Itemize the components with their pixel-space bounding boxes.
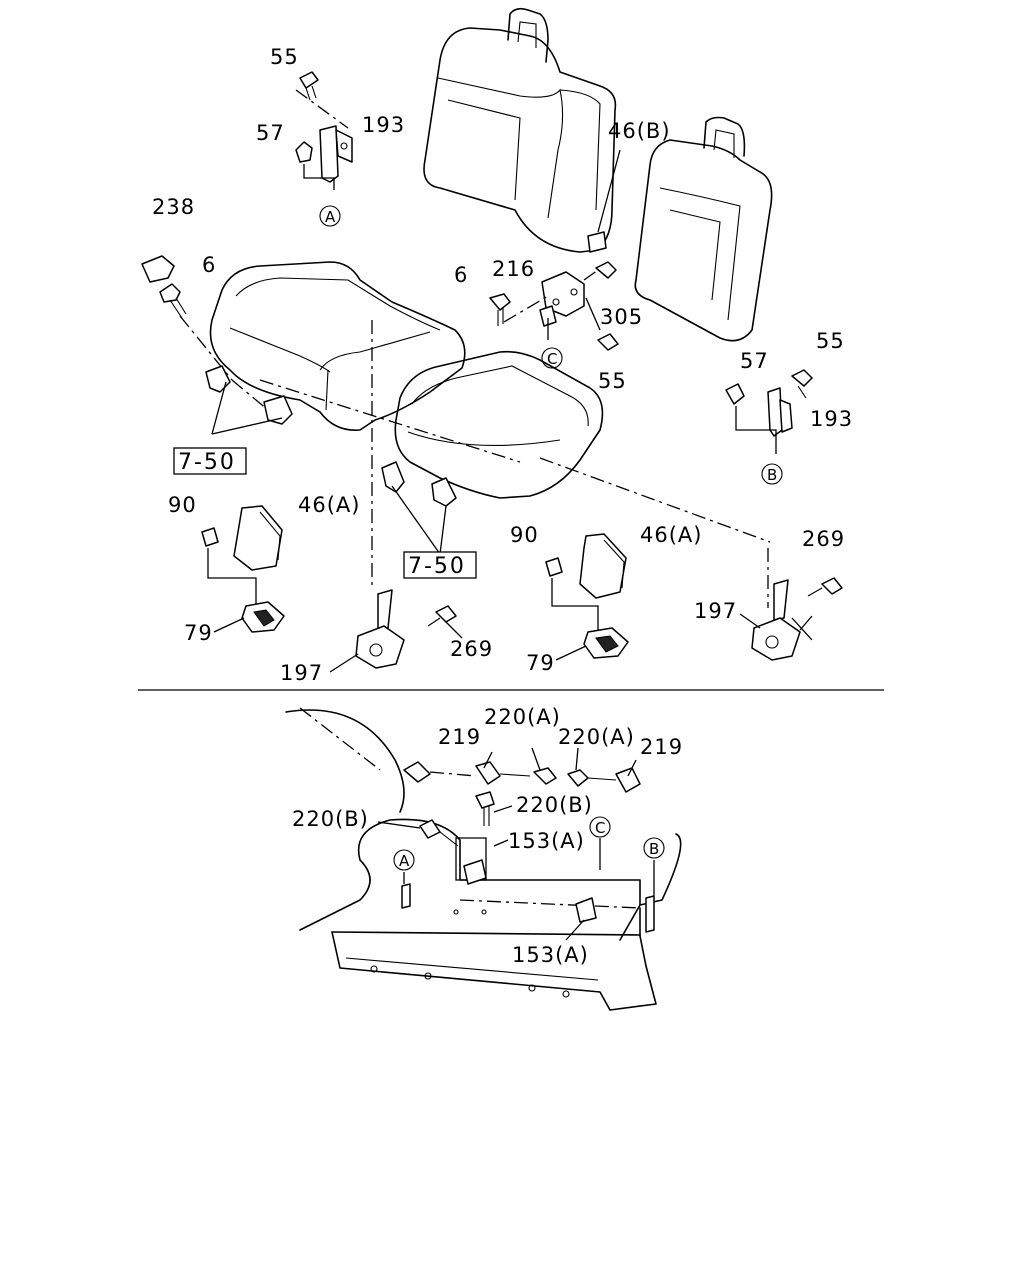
label-220a-1: 220(A) (484, 705, 561, 729)
callout-b-right (761, 463, 783, 485)
buckle-197-right (739, 548, 843, 661)
callout-c-mid (541, 347, 563, 369)
label-153a-2: 153(A) (512, 943, 589, 967)
callout-c-mid-label: C (547, 350, 557, 368)
callout-b-bottom (643, 837, 665, 859)
callout-a-bottom (393, 849, 415, 871)
ref-box-7-50-right (403, 551, 477, 579)
callout-b-right-label: B (767, 466, 777, 484)
seat-cushion-left (209, 261, 466, 431)
label-269-left: 269 (450, 637, 493, 661)
label-90-right: 90 (510, 523, 539, 547)
callout-a-bottom-label: A (399, 852, 410, 870)
seat-back-left (423, 7, 617, 253)
label-216: 216 (492, 257, 535, 281)
callout-c-bottom-label: C (595, 819, 605, 837)
label-79-right: 79 (526, 651, 555, 675)
label-57-left: 57 (256, 121, 285, 145)
floor-section (285, 707, 682, 1011)
label-55-top: 55 (270, 45, 299, 69)
label-197-right: 197 (694, 599, 737, 623)
label-220b-1: 220(B) (516, 793, 593, 817)
label-6-left: 6 (202, 253, 216, 277)
plate-46b (587, 149, 621, 253)
ref-box-7-50-left (173, 447, 247, 475)
label-220a-2: 220(A) (558, 725, 635, 749)
bracket-46a-left (201, 505, 285, 633)
label-79-left: 79 (184, 621, 213, 645)
buckle-197-left (329, 589, 463, 673)
label-219-left: 219 (438, 725, 481, 749)
seat-back-right (634, 116, 773, 342)
label-46a-right: 46(A) (640, 523, 702, 547)
bracket-193-left (295, 71, 353, 190)
label-220b-2: 220(B) (292, 807, 369, 831)
cushion-legs (205, 320, 521, 590)
label-238: 238 (152, 195, 195, 219)
label-57-right: 57 (740, 349, 769, 373)
callout-c-bottom (589, 816, 611, 838)
label-193-right: 193 (810, 407, 853, 431)
label-90-left: 90 (168, 493, 197, 517)
label-46b: 46(B) (608, 119, 671, 143)
label-46a-left: 46(A) (298, 493, 360, 517)
ref-7-50-left: 7-50 (178, 450, 236, 475)
bolt-6-left (141, 255, 281, 421)
callout-b-bottom-label: B (649, 840, 659, 858)
label-197-left: 197 (280, 661, 323, 685)
bracket-46a-right (545, 533, 629, 661)
label-55-right: 55 (816, 329, 845, 353)
label-193-left: 193 (362, 113, 405, 137)
label-153a-1: 153(A) (508, 829, 585, 853)
bracket-193-right (539, 369, 813, 543)
callout-a-top-label: A (325, 208, 336, 226)
label-269-right: 269 (802, 527, 845, 551)
callout-a-top (319, 205, 341, 227)
ref-7-50-right: 7-50 (408, 554, 466, 579)
seat-cushion-right (394, 350, 604, 499)
label-55-mid: 55 (598, 369, 627, 393)
label-6-mid: 6 (454, 263, 468, 287)
bracket-216 (489, 261, 619, 351)
label-305: 305 (600, 305, 643, 329)
label-219-right: 219 (640, 735, 683, 759)
floor-brackets (377, 747, 655, 941)
